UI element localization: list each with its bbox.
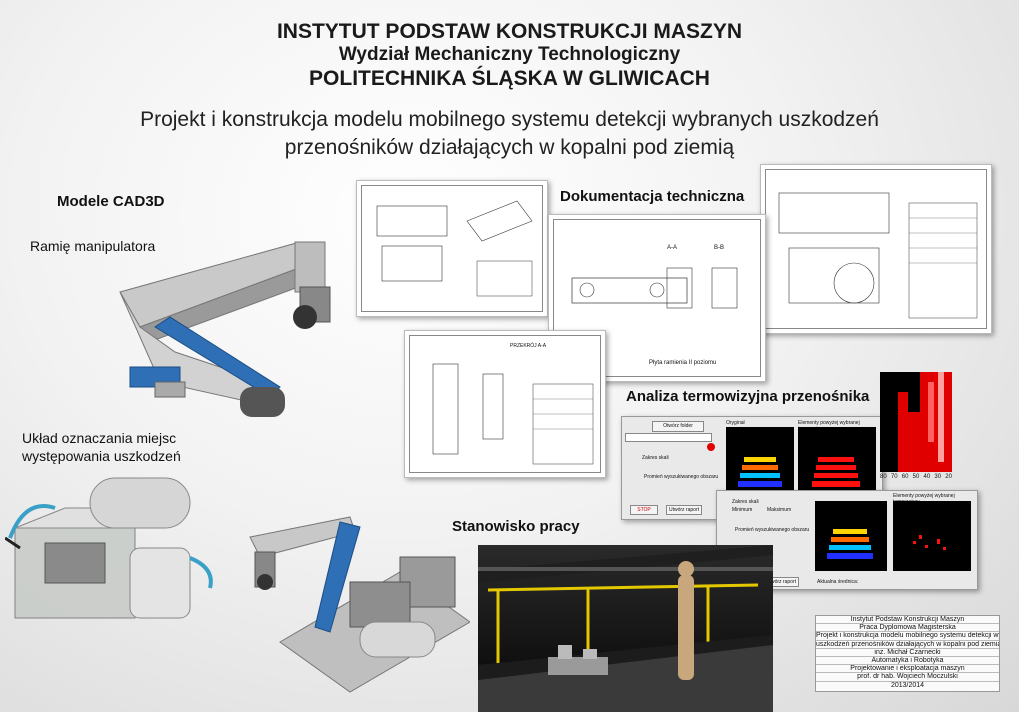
drawing-2-lines bbox=[778, 192, 978, 319]
report-button[interactable]: Utwórz raport bbox=[666, 505, 702, 515]
title-block-row: Instytut Podstaw Konstrukcji Maszyn bbox=[816, 616, 999, 625]
thermal-hotspots-2 bbox=[827, 529, 873, 559]
colorbar-tick: 40 bbox=[923, 474, 931, 480]
title-block-row: Projektowanie i eksploatacja maszyn bbox=[816, 665, 999, 674]
colorbar-tick: 30 bbox=[934, 474, 942, 480]
title-block: Instytut Podstaw Konstrukcji Maszyn Prac… bbox=[815, 615, 1000, 692]
institute-title: INSTYTUT PODSTAW KONSTRUKCJI MASZYN bbox=[276, 20, 743, 43]
original-image-label: Oryginał bbox=[726, 420, 745, 426]
faculty-title: Wydział Mechaniczny Technologiczny bbox=[338, 44, 681, 65]
section-cad-models: Modele CAD3D bbox=[57, 193, 165, 210]
drawing-1-lines bbox=[376, 200, 533, 297]
colorbar-tick: 60 bbox=[901, 474, 909, 480]
diameter-label-2: Aktualna średnica: bbox=[817, 579, 859, 585]
label-marking-line2: występowania uszkodzeń bbox=[22, 448, 181, 464]
min-label: Minimum bbox=[732, 507, 753, 513]
title-block-row: Automatyka i Robotyka bbox=[816, 657, 999, 666]
drawing-sheet-2 bbox=[760, 164, 992, 334]
manipulator-arm-model bbox=[119, 241, 331, 417]
drawing-sheet-1 bbox=[356, 180, 548, 317]
assembled-platform-model bbox=[249, 516, 470, 693]
section-a-a-label: A-A bbox=[667, 245, 678, 251]
title-block-row: uszkodzeń przenośników działających w ko… bbox=[816, 640, 999, 649]
workstation-render bbox=[478, 545, 773, 712]
scale-range-label-2: Zakres skali bbox=[732, 499, 759, 505]
title-block-row: Praca Dyplomowa Magisterska bbox=[816, 624, 999, 633]
heatmap-cells bbox=[898, 372, 952, 472]
project-title-line1: Projekt i konstrukcja modelu mobilnego s… bbox=[140, 108, 879, 131]
colorbar-ticks: 80 70 60 50 40 30 20 bbox=[880, 474, 952, 480]
label-manipulator-arm: Ramię manipulatora bbox=[30, 238, 156, 254]
section-workstation: Stanowisko pracy bbox=[452, 518, 580, 535]
title-block-row: Projekt i konstrukcja modelu mobilnego s… bbox=[816, 632, 999, 641]
plate-title-label: Płyta ramienia II poziomu bbox=[649, 360, 717, 366]
section-title-label: PRZEKRÓJ A-A bbox=[510, 343, 547, 349]
region-radius-label-2: Promień wyszukiwanego obszaru bbox=[735, 527, 810, 533]
region-radius-label: Promień wyszukiwanego obszaru bbox=[644, 474, 719, 480]
section-technical-docs: Dokumentacja techniczna bbox=[560, 188, 745, 205]
folder-path-input[interactable] bbox=[625, 433, 712, 442]
section-b-b-label: B-B bbox=[714, 245, 725, 251]
thermo-app-window-2: Zakres skali Minimum Maksimum Promień wy… bbox=[716, 490, 978, 590]
max-label: Maksimum bbox=[767, 507, 792, 513]
thermal-hotspots bbox=[738, 457, 782, 487]
detected-hotspots-2 bbox=[913, 535, 946, 550]
colorbar-tick: 50 bbox=[912, 474, 920, 480]
stop-button[interactable]: STOP bbox=[630, 505, 658, 515]
detected-hotspots bbox=[812, 457, 860, 487]
title-block-row: inż. Michał Czarnecki bbox=[816, 649, 999, 657]
scale-range-label: Zakres skali bbox=[642, 455, 669, 461]
status-indicator-icon bbox=[707, 443, 715, 451]
thermal-original-image-2 bbox=[815, 501, 887, 571]
drawing-3-lines bbox=[571, 267, 738, 309]
label-marking-line1: Układ oznaczania miejsc bbox=[22, 430, 177, 446]
thermal-heatmap bbox=[880, 372, 952, 472]
project-title-line2: przenośników działających w kopalni pod … bbox=[284, 136, 735, 159]
open-folder-button[interactable]: Otwórz folder bbox=[652, 421, 704, 432]
title-block-row: 2013/2014 bbox=[890, 681, 925, 689]
drawing-4-lines bbox=[432, 363, 594, 465]
drawing-sheet-4: PRZEKRÓJ A-A bbox=[404, 330, 606, 478]
workstation-scene bbox=[478, 545, 773, 712]
title-block-row: prof. dr hab. Wojciech Moczulski bbox=[816, 673, 999, 682]
university-title: POLITECHNIKA ŚLĄSKA W GLIWICACH bbox=[309, 67, 710, 90]
colorbar-tick: 70 bbox=[890, 474, 898, 480]
thermal-detected-image-2 bbox=[893, 501, 971, 571]
colorbar-tick: 80 bbox=[880, 474, 887, 480]
section-thermal-analysis: Analiza termowizyjna przenośnika bbox=[626, 388, 870, 405]
colorbar-tick: 20 bbox=[945, 474, 952, 480]
marking-system-model bbox=[5, 477, 213, 619]
